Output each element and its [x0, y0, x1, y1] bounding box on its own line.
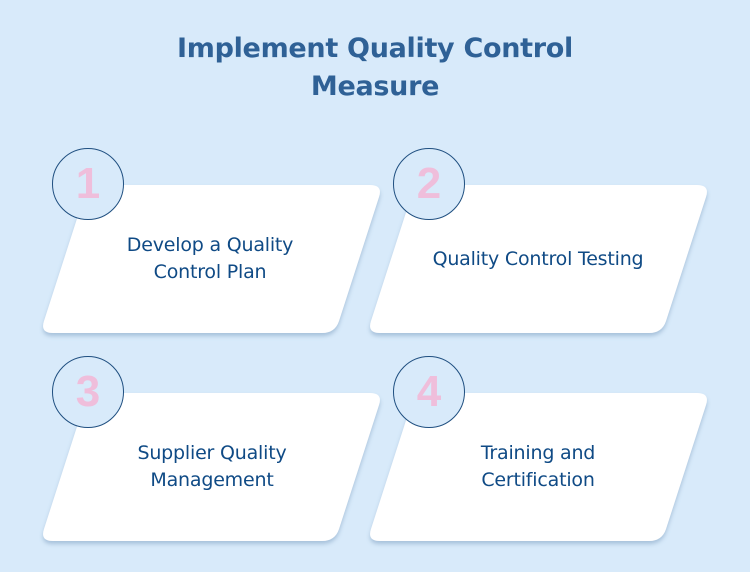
page-title: Implement Quality Control Measure [0, 30, 750, 106]
step-4-line-1: Training and [480, 442, 596, 464]
title-line-1: Implement Quality Control [177, 33, 573, 64]
step-2-number: 2 [416, 159, 442, 208]
step-1-number-badge: 1 [52, 148, 124, 220]
step-1-number: 1 [75, 159, 101, 208]
step-card-2-shape [370, 185, 707, 333]
step-3-number: 3 [75, 367, 101, 416]
step-card-4-shape [370, 393, 707, 541]
step-3-line-2: Management [150, 469, 274, 491]
title-line-2: Measure [310, 71, 440, 102]
step-4-label: Training and Certification [388, 440, 688, 494]
step-3-number-badge: 3 [52, 356, 124, 428]
step-3-label: Supplier Quality Management [62, 440, 362, 494]
step-3-line-1: Supplier Quality [137, 442, 287, 464]
step-4-number: 4 [416, 367, 442, 416]
step-4-number-badge: 4 [393, 356, 465, 428]
step-card-3-shape [43, 393, 380, 541]
step-card-1-shape [43, 185, 380, 333]
step-2-line-1: Quality Control Testing [432, 248, 644, 270]
step-1-line-1: Develop a Quality [126, 234, 294, 256]
step-1-label: Develop a Quality Control Plan [60, 232, 360, 286]
step-1-line-2: Control Plan [153, 261, 267, 283]
step-4-line-2: Certification [481, 469, 595, 491]
step-2-label: Quality Control Testing [388, 246, 688, 273]
step-2-number-badge: 2 [393, 148, 465, 220]
